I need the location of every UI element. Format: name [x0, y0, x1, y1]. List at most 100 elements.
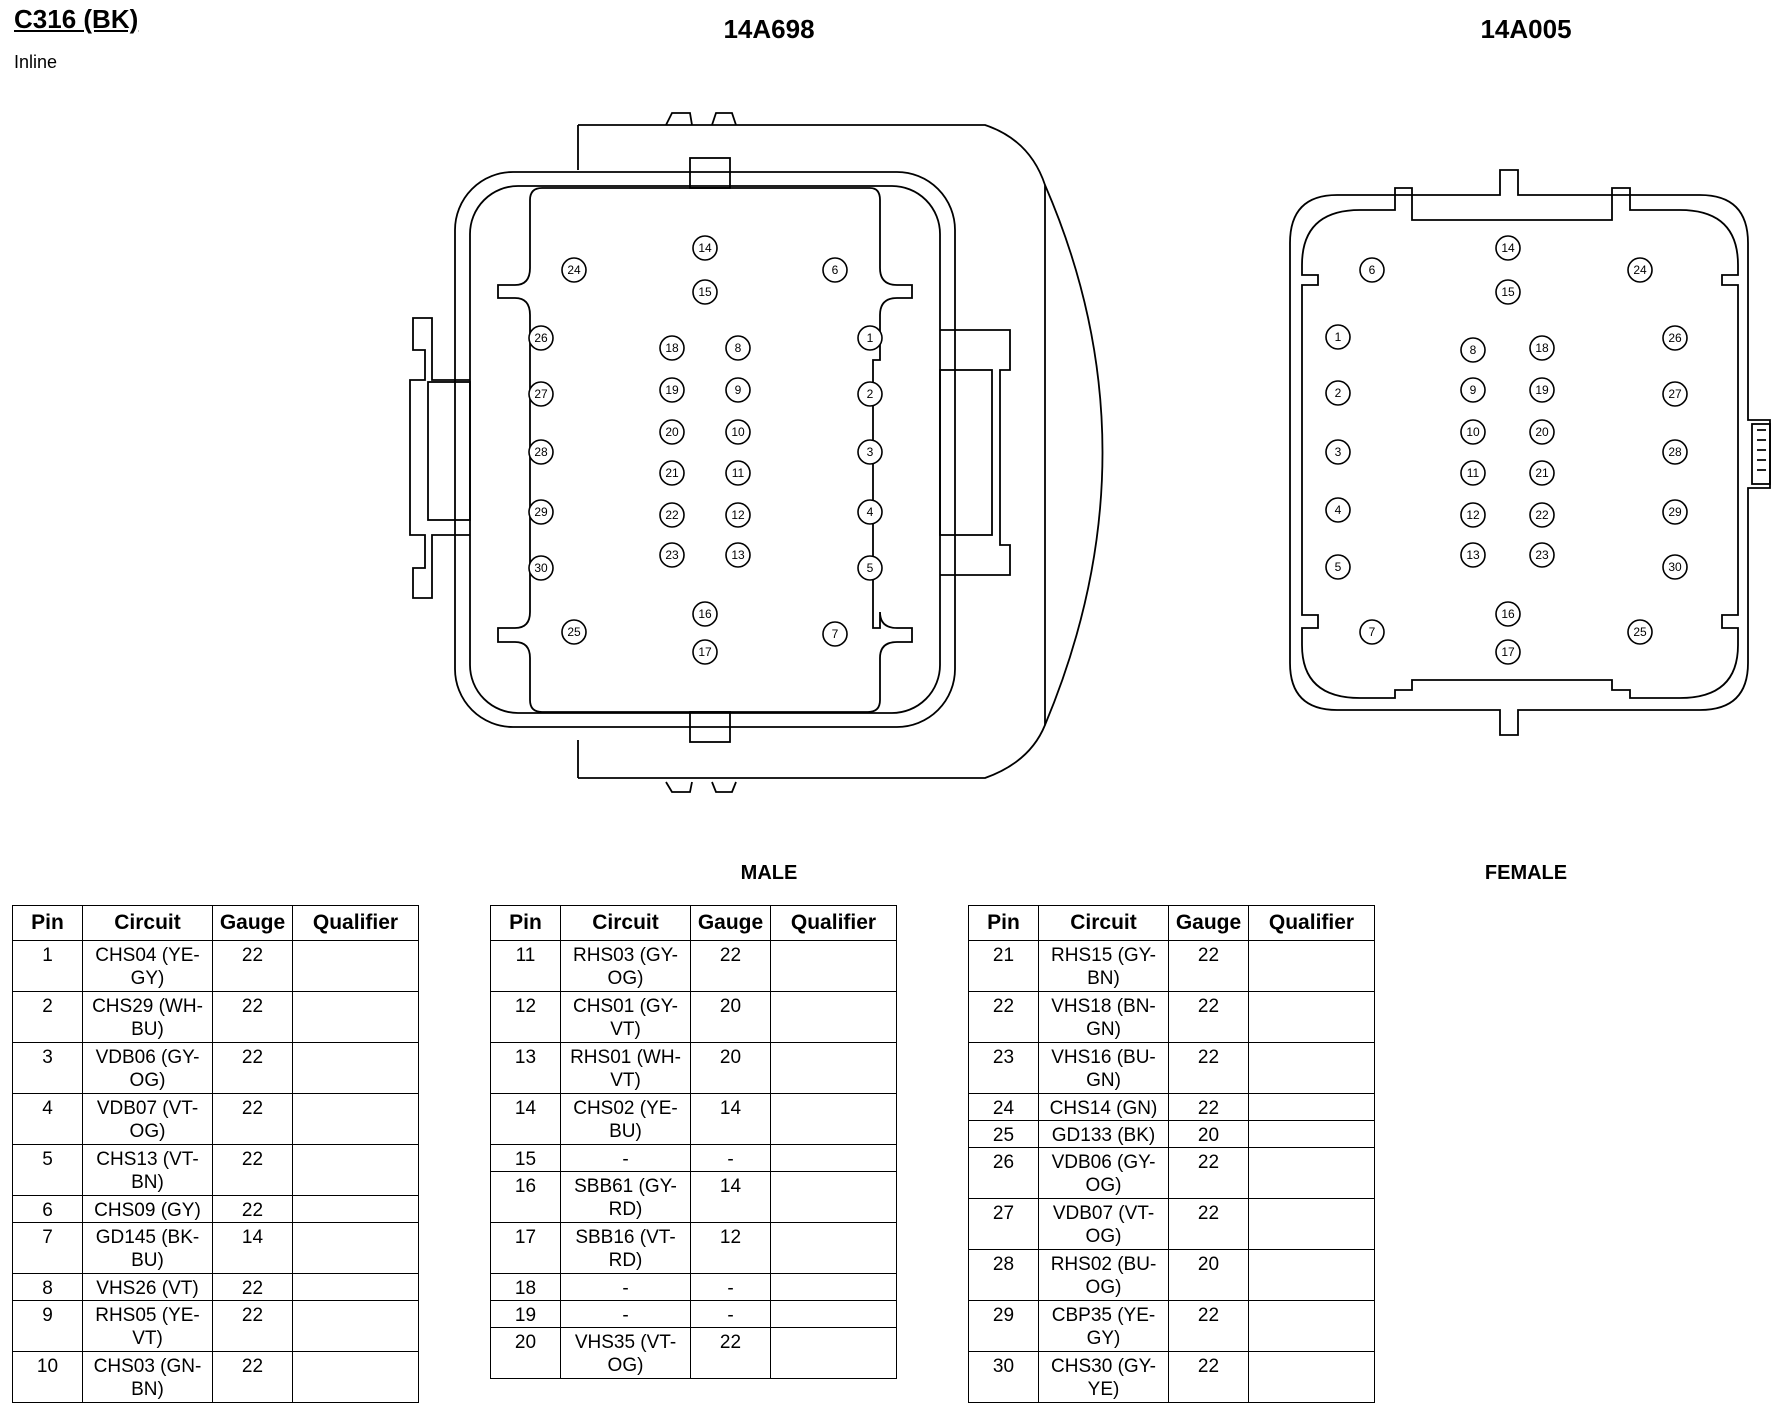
- left-pin-27: [528, 381, 554, 407]
- header-circuit: Circuit: [560, 905, 691, 941]
- right-pin-8: [1460, 337, 1486, 363]
- qualifier-cell: [292, 1273, 419, 1301]
- right-pin-label-13: 13: [1466, 548, 1480, 562]
- qualifier-cell: [1248, 1300, 1375, 1352]
- right-pin-label-16: 16: [1501, 607, 1515, 621]
- left-pin-label-19: 19: [665, 383, 679, 397]
- left-pin-16: [692, 601, 718, 627]
- pin-cell: 19: [490, 1300, 561, 1328]
- left-pin-14: [692, 235, 718, 261]
- right-pin-2: [1325, 380, 1351, 406]
- table-header-row: Pin Circuit Gauge Qualifier: [12, 905, 419, 941]
- left-pin-5: [857, 555, 883, 581]
- pin-cell: 27: [968, 1198, 1039, 1250]
- pin-cell: 22: [968, 991, 1039, 1043]
- left-pin-19: [659, 377, 685, 403]
- right-pin-label-19: 19: [1535, 383, 1549, 397]
- left-pin-13: [725, 542, 751, 568]
- right-pin-11: [1460, 460, 1486, 486]
- circuit-cell: VHS35 (VT-OG): [560, 1327, 691, 1379]
- qualifier-cell: [1248, 1198, 1375, 1250]
- right-pin-1: [1325, 324, 1351, 350]
- right-pin-label-1: 1: [1335, 330, 1342, 344]
- circuit-cell: VHS26 (VT): [82, 1273, 213, 1301]
- right-pin-26: [1662, 325, 1688, 351]
- gauge-cell: 22: [1168, 1300, 1249, 1352]
- left-pin-8: [725, 335, 751, 361]
- left-pin-label-27: 27: [534, 387, 548, 401]
- qualifier-cell: [770, 1093, 897, 1145]
- left-pin-label-15: 15: [698, 285, 712, 299]
- circuit-cell: -: [560, 1273, 691, 1301]
- pin-cell: 15: [490, 1144, 561, 1172]
- gauge-cell: 22: [1168, 1147, 1249, 1199]
- gauge-cell: 14: [690, 1093, 771, 1145]
- pin-cell: 24: [968, 1093, 1039, 1121]
- gauge-cell: 20: [690, 1042, 771, 1094]
- header-qualifier: Qualifier: [770, 905, 897, 941]
- gauge-cell: -: [690, 1144, 771, 1172]
- left-pin-label-21: 21: [665, 466, 679, 480]
- table-row: 18--: [490, 1273, 897, 1301]
- table-row: 19--: [490, 1300, 897, 1328]
- right-pin-label-23: 23: [1535, 548, 1549, 562]
- circuit-cell: CHS29 (WH-BU): [82, 991, 213, 1043]
- header-gauge: Gauge: [690, 905, 771, 941]
- left-pin-label-9: 9: [735, 383, 742, 397]
- left-pin-label-29: 29: [534, 505, 548, 519]
- qualifier-cell: [292, 1195, 419, 1223]
- right-pin-27: [1662, 381, 1688, 407]
- right-pin-22: [1529, 502, 1555, 528]
- pin-cell: 9: [12, 1300, 83, 1352]
- circuit-cell: GD133 (BK): [1038, 1120, 1169, 1148]
- pin-cell: 4: [12, 1093, 83, 1145]
- right-pin-label-22: 22: [1535, 508, 1549, 522]
- pin-cell: 21: [968, 940, 1039, 992]
- connector-subtitle: Inline: [14, 52, 58, 72]
- right-pin-29: [1662, 499, 1688, 525]
- right-pin-label-26: 26: [1668, 331, 1682, 345]
- gauge-cell: 22: [690, 940, 771, 992]
- pin-cell: 11: [490, 940, 561, 992]
- right-pin-18: [1529, 335, 1555, 361]
- female-connector-diagram: 1234567891011121314151617181920212223242…: [1289, 169, 1771, 736]
- qualifier-cell: [770, 1042, 897, 1094]
- right-pin-7: [1359, 619, 1385, 645]
- right-pin-label-3: 3: [1335, 445, 1342, 459]
- pin-cell: 16: [490, 1171, 561, 1223]
- gauge-cell: 14: [690, 1171, 771, 1223]
- circuit-cell: -: [560, 1300, 691, 1328]
- left-pin-20: [659, 419, 685, 445]
- right-pin-14: [1495, 235, 1521, 261]
- right-pin-10: [1460, 419, 1486, 445]
- pin-cell: 28: [968, 1249, 1039, 1301]
- male-pin-group: 1234567891011121314151617181920212223242…: [528, 235, 883, 665]
- circuit-cell: VDB06 (GY-OG): [1038, 1147, 1169, 1199]
- left-pin-label-13: 13: [731, 548, 745, 562]
- qualifier-cell: [1248, 1147, 1375, 1199]
- pin-cell: 23: [968, 1042, 1039, 1094]
- header-qualifier: Qualifier: [1248, 905, 1375, 941]
- right-pin-label-10: 10: [1466, 425, 1480, 439]
- male-connector-diagram: 1234567891011121314151617181920212223242…: [409, 112, 1104, 793]
- circuit-cell: CHS14 (GN): [1038, 1093, 1169, 1121]
- left-pin-label-2: 2: [867, 387, 874, 401]
- circuit-cell: CHS13 (VT-BN): [82, 1144, 213, 1196]
- left-pin-17: [692, 639, 718, 665]
- header-qualifier: Qualifier: [292, 905, 419, 941]
- circuit-cell: VDB06 (GY-OG): [82, 1042, 213, 1094]
- left-pin-12: [725, 502, 751, 528]
- right-pin-label-17: 17: [1501, 645, 1515, 659]
